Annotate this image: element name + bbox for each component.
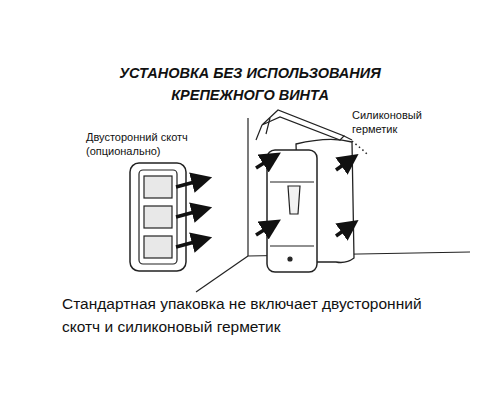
wall-corner — [247, 118, 248, 256]
arrow — [176, 240, 202, 247]
floor-line — [196, 256, 248, 292]
arrow — [176, 210, 202, 217]
diagram-title: УСТАНОВКА БЕЗ ИСПОЛЬЗОВАНИЯ КРЕПЕЖНОГО В… — [100, 62, 400, 106]
back-frame — [139, 170, 177, 264]
tape-label: Двусторонний скотч (опционально) — [86, 130, 206, 158]
arrow — [336, 160, 350, 170]
arrow — [256, 225, 272, 235]
dispenser-seam — [270, 245, 314, 246]
sealant-gun-handle — [256, 118, 270, 140]
tape-strip — [144, 206, 172, 228]
sealant-gun-body — [262, 110, 344, 140]
tape-strip — [144, 236, 172, 258]
sealant-label: Силиконовый герметик — [352, 108, 442, 136]
arrow — [256, 158, 272, 168]
dispenser-window — [288, 186, 300, 214]
arrow — [336, 226, 350, 236]
diagram-caption: Стандартная упаковка не включает двустор… — [62, 292, 452, 338]
sealant-nozzle — [344, 136, 352, 140]
arrow — [176, 180, 202, 187]
sealant-bead — [352, 141, 368, 155]
tape-strip — [144, 176, 172, 198]
dispenser-seam — [270, 181, 314, 182]
dispenser-front — [267, 150, 317, 272]
sensor — [288, 257, 292, 261]
